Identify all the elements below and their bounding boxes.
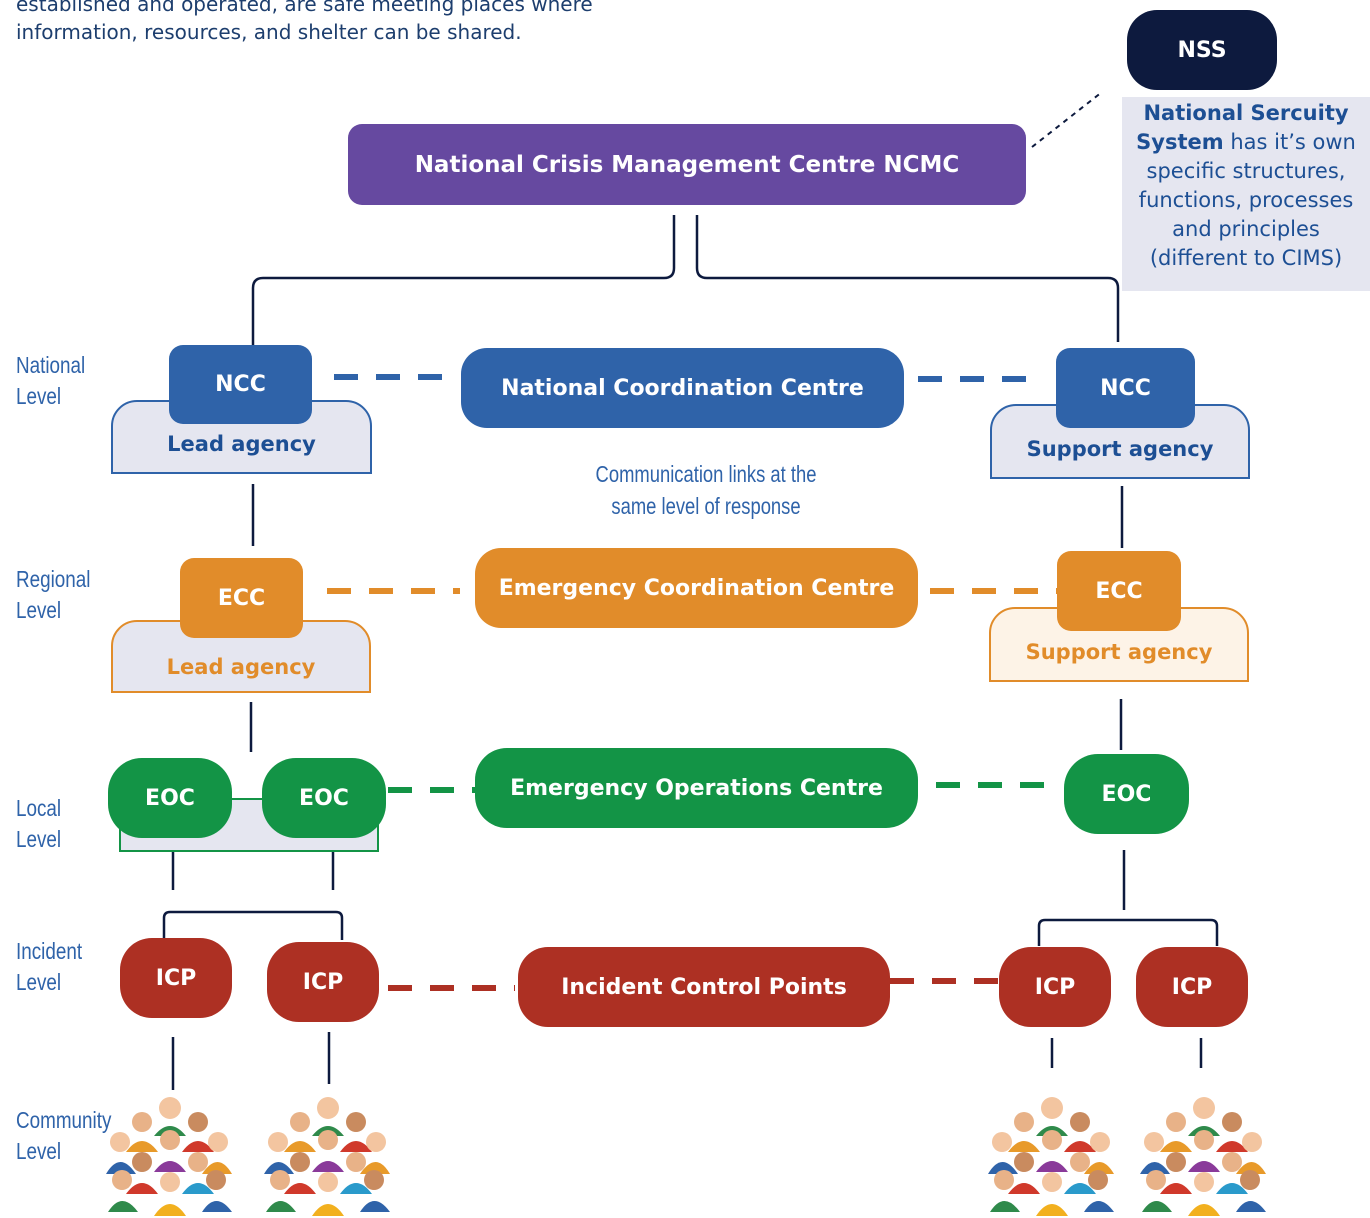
icp-left-b-node: ICP xyxy=(267,942,379,1022)
ncc-right-node: NCC xyxy=(1056,348,1195,428)
ncmc-node: National Crisis Management Centre NCMC xyxy=(348,124,1026,205)
emergency-coordination-centre-node: Emergency Coordination Centre xyxy=(475,548,918,628)
national-support-agency: Support agency xyxy=(990,404,1250,479)
eoc-left-a-node: EOC xyxy=(108,758,232,838)
community-group-icon xyxy=(1140,1097,1266,1216)
ecc-left-node: ECC xyxy=(180,558,303,638)
community-group-icon xyxy=(106,1097,232,1216)
nss-node: NSS xyxy=(1127,10,1277,90)
community-group-icon xyxy=(264,1097,390,1216)
eoc-left-b-node: EOC xyxy=(262,758,386,838)
incident-control-points-node: Incident Control Points xyxy=(518,947,890,1027)
ecc-right-node: ECC xyxy=(1057,551,1181,631)
communication-links-note: Communication links at the same level of… xyxy=(595,461,817,519)
icp-right-b-node: ICP xyxy=(1136,947,1248,1027)
icp-right-a-node: ICP xyxy=(999,947,1111,1027)
nss-note: National Sercuity System has it’s own sp… xyxy=(1122,97,1370,291)
ncc-left-node: NCC xyxy=(169,345,312,424)
emergency-operations-centre-node: Emergency Operations Centre xyxy=(475,748,918,828)
community-group-icon xyxy=(988,1097,1114,1216)
icp-left-a-node: ICP xyxy=(120,938,232,1018)
intro-text: established and operated, are safe meeti… xyxy=(16,0,593,44)
eoc-right-node: EOC xyxy=(1064,754,1189,834)
national-coordination-centre-node: National Coordination Centre xyxy=(461,348,904,428)
